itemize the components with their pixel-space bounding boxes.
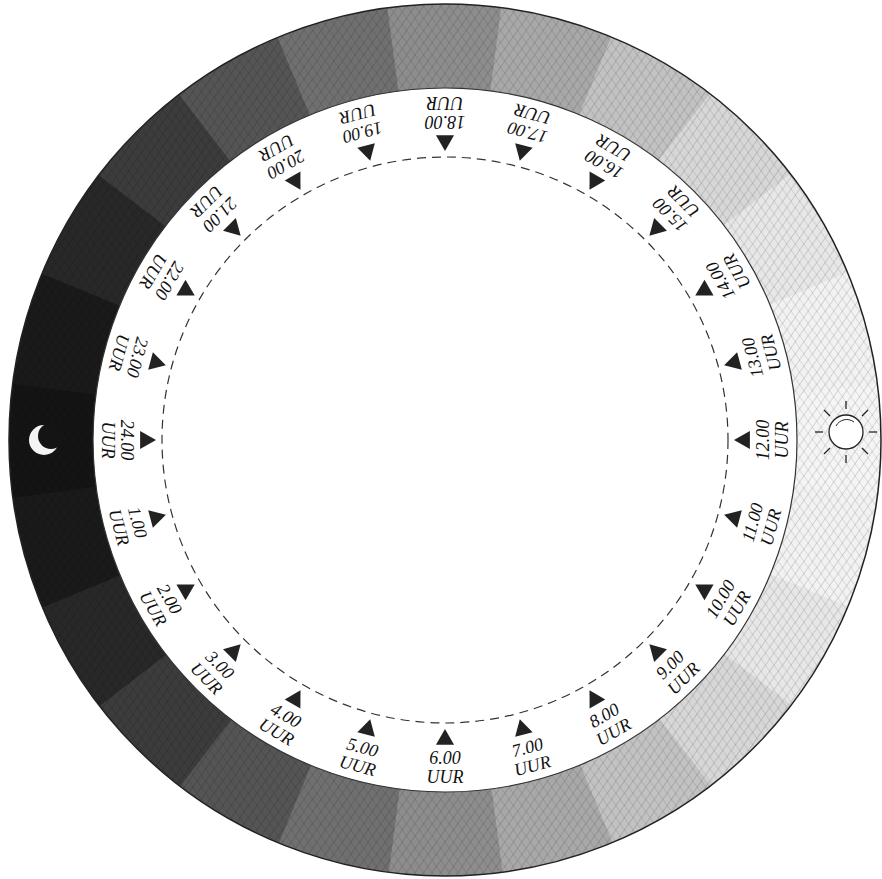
hour-label: 18.00 UUR [416, 93, 474, 131]
hour-triangle [140, 431, 156, 449]
hour-triangle [148, 352, 166, 369]
hour-label: 6.00 UUR [416, 749, 474, 787]
hour-triangle [357, 719, 374, 737]
hour-band [93, 88, 797, 792]
hour-triangle [734, 431, 750, 449]
sun-symbol [815, 401, 877, 463]
hour-triangle [515, 143, 532, 161]
moon-symbol [29, 423, 64, 455]
hour-label: 12.00 UUR [754, 411, 792, 469]
hour-triangle [724, 352, 742, 369]
hour-triangle [436, 729, 454, 745]
hatching [9, 4, 881, 876]
hour-triangle [357, 143, 374, 161]
hour-triangle [285, 171, 301, 189]
day-night-ring [9, 4, 881, 876]
hatching [9, 4, 881, 876]
outer-circle [9, 4, 881, 876]
hour-label: 24.00 UUR [98, 411, 136, 469]
hour-marks [140, 135, 750, 745]
hour-triangle [724, 510, 742, 527]
hour-triangle [436, 135, 454, 151]
hour-triangle [148, 510, 166, 527]
hour-triangle [515, 719, 532, 737]
dashed-circle [162, 157, 728, 723]
